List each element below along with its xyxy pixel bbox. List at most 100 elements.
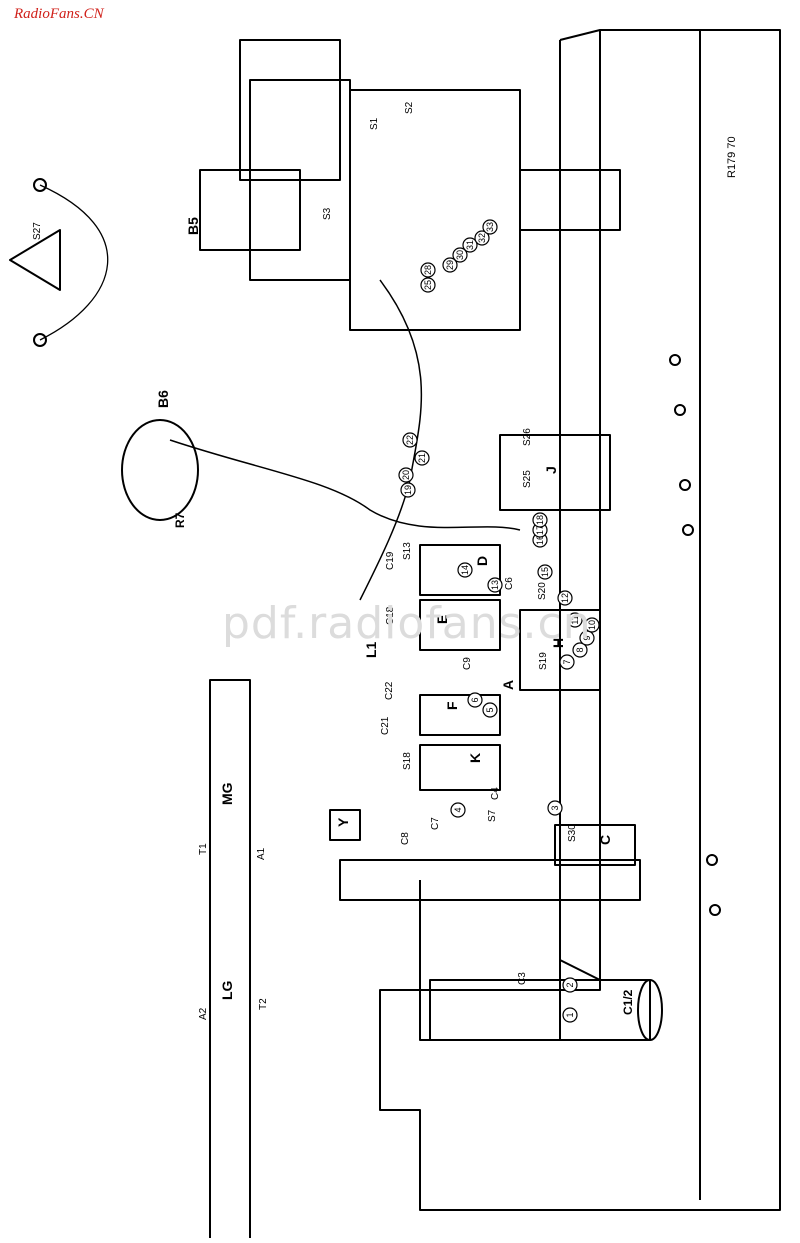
callout-25-circle <box>420 277 436 293</box>
callout-12-label: 12 <box>560 593 570 603</box>
drawing-ref: R179 70 <box>726 136 738 178</box>
label-s26: S26 <box>522 428 533 446</box>
callout-22-circle <box>402 432 418 448</box>
callout-9-label: 9 <box>582 635 592 640</box>
box-J <box>499 434 611 511</box>
callout-21-circle <box>414 450 430 466</box>
box-E <box>419 599 501 651</box>
label-t2: T2 <box>258 998 269 1010</box>
b5-plate <box>239 39 341 181</box>
callout-8-circle <box>572 642 588 658</box>
label-c18: C18 <box>385 606 396 625</box>
label-K: K <box>467 753 483 763</box>
callout-21-label: 21 <box>417 453 427 463</box>
label-E: E <box>434 615 450 624</box>
callout-11-label: 11 <box>570 615 580 624</box>
label-A: A <box>500 680 516 690</box>
label-c9: C9 <box>462 657 473 670</box>
callout-32-label: 32 <box>477 233 487 243</box>
callout-19-label: 19 <box>403 485 413 495</box>
lower-bracket <box>339 859 641 1041</box>
callout-11-circle <box>567 612 583 628</box>
callout-29-label: 29 <box>445 260 455 270</box>
speaker-terminal <box>33 178 47 192</box>
label-c8: C8 <box>400 832 411 845</box>
b6-socket <box>121 419 199 521</box>
box-F <box>419 694 501 736</box>
callout-6-label: 6 <box>470 697 480 702</box>
callout-3-label: 3 <box>550 805 560 810</box>
watermark: pdf.radiofans.cn <box>222 598 592 649</box>
chassis-outline <box>379 29 781 1211</box>
callout-12-circle <box>557 590 573 606</box>
callout-9-circle <box>579 630 595 646</box>
callout-18-label: 18 <box>535 515 545 525</box>
callout-14-circle <box>457 562 473 578</box>
callout-7-label: 7 <box>562 659 572 664</box>
callout-10-label: 10 <box>587 620 597 630</box>
callout-31-circle <box>462 237 478 253</box>
callout-13-label: 13 <box>490 580 500 590</box>
chassis-flange <box>559 29 601 981</box>
callout-3-circle <box>547 800 563 816</box>
callout-4-circle <box>450 802 466 818</box>
callout-16-label: 16 <box>535 535 545 545</box>
callout-6-circle <box>467 692 483 708</box>
callout-25-label: 25 <box>423 280 433 290</box>
callout-5-circle <box>482 702 498 718</box>
label-c21: C21 <box>380 716 391 735</box>
callout-19-circle <box>400 482 416 498</box>
label-s30: S30 <box>567 824 578 842</box>
label-c7: C7 <box>430 817 441 830</box>
label-c19: C19 <box>385 551 396 570</box>
callout-17-label: 17 <box>535 525 545 535</box>
label-a1: A1 <box>256 847 267 860</box>
label-mg: MG <box>219 782 235 805</box>
label-s2: S2 <box>404 101 415 114</box>
label-s7: S7 <box>487 809 498 822</box>
b5-lower-plate <box>199 169 301 251</box>
label-J: J <box>543 466 559 474</box>
callout-15-label: 15 <box>540 567 550 577</box>
callout-28-circle <box>420 262 436 278</box>
callout-29-circle <box>442 257 458 273</box>
callout-15-circle <box>537 564 553 580</box>
callout-2-label: 2 <box>565 982 575 987</box>
speaker-cone <box>9 229 61 291</box>
box-K <box>419 744 501 791</box>
label-s1: S1 <box>369 117 380 130</box>
label-c6: C6 <box>504 577 515 590</box>
label-lg: LG <box>219 980 235 1000</box>
box-D <box>419 544 501 596</box>
ground-screw <box>33 333 47 347</box>
callout-20-circle <box>398 467 414 483</box>
callout-33-circle <box>482 219 498 235</box>
label-s20: S20 <box>537 582 548 600</box>
callout-30-circle <box>452 247 468 263</box>
callout-32-circle <box>474 230 490 246</box>
callout-18-circle <box>532 512 548 528</box>
label-H: H <box>550 638 566 648</box>
box-Y <box>329 809 361 841</box>
box-H <box>519 609 601 691</box>
callout-8-label: 8 <box>575 647 585 652</box>
label-s25: S25 <box>522 470 533 488</box>
label-C: C <box>597 835 613 845</box>
callout-4-label: 4 <box>453 807 463 812</box>
label-t1: T1 <box>198 843 209 855</box>
label-D: D <box>474 556 490 566</box>
callout-33-label: 33 <box>485 222 495 232</box>
label-b6: B6 <box>155 390 171 408</box>
label-b5: B5 <box>185 217 201 235</box>
label-s13: S13 <box>402 542 413 560</box>
callout-7-circle <box>559 654 575 670</box>
label-Y: Y <box>335 817 351 827</box>
harness-2 <box>169 439 521 531</box>
box-C <box>554 824 636 866</box>
label-l1: L1 <box>363 641 379 658</box>
site-header: RadioFans.CN <box>14 6 104 22</box>
callout-14-label: 14 <box>460 565 470 575</box>
callout-13-circle <box>487 577 503 593</box>
ferrite-rod <box>209 679 251 1241</box>
label-s18: S18 <box>402 752 413 770</box>
